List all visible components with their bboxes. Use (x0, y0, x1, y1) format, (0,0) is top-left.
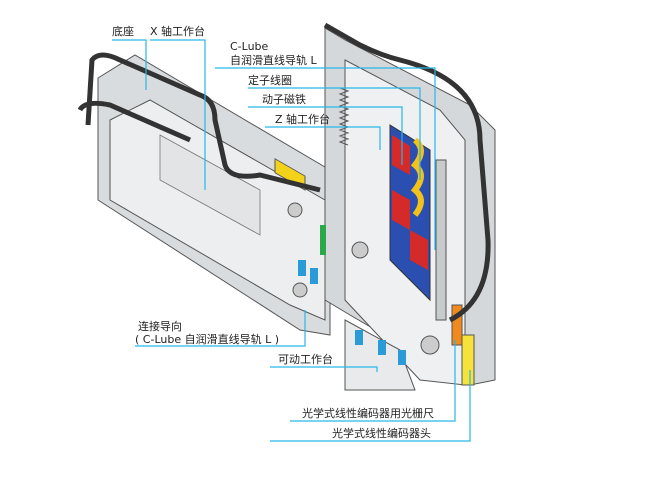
leader-clube (215, 67, 436, 250)
label-encoder-head: 光学式线性编码器头 (332, 427, 431, 440)
leader-z-stage (265, 126, 381, 150)
label-mover-magnet: 动子磁铁 (262, 93, 306, 106)
cable (85, 52, 321, 193)
leader-magnet (248, 106, 403, 165)
leader-x-stage (150, 39, 206, 190)
label-stator-coil: 定子线圈 (248, 74, 292, 87)
cable (323, 22, 491, 323)
label-movable-stage: 可动工作台 (278, 353, 333, 366)
leader-base (112, 39, 147, 90)
encoder-scale (451, 304, 463, 346)
leader-link-guide (135, 310, 306, 347)
label-link-guide-line2: ( C-Lube 自润滑直线导轨 L ) (135, 333, 280, 346)
leader-stator (248, 87, 421, 180)
label-x-stage: X 轴工作台 (150, 25, 206, 38)
leader-head (270, 370, 471, 442)
label-link-guide-line1: 连接导向 (138, 320, 182, 333)
leader-movable (270, 366, 378, 372)
spring (338, 87, 350, 146)
label-z-stage: Z 轴工作台 (275, 113, 331, 126)
label-clube-line2: 自润滑直线导轨 L (230, 54, 317, 67)
linear-guide (435, 159, 447, 321)
leader-lines (112, 39, 471, 442)
label-encoder-scale: 光学式线性编码器用光栅尺 (302, 407, 434, 420)
stator-coil (410, 137, 424, 217)
encoder-head (461, 334, 475, 386)
leader-scale (290, 340, 456, 422)
label-base: 底座 (112, 25, 134, 38)
label-clube-line1: C-Lube (230, 40, 269, 53)
